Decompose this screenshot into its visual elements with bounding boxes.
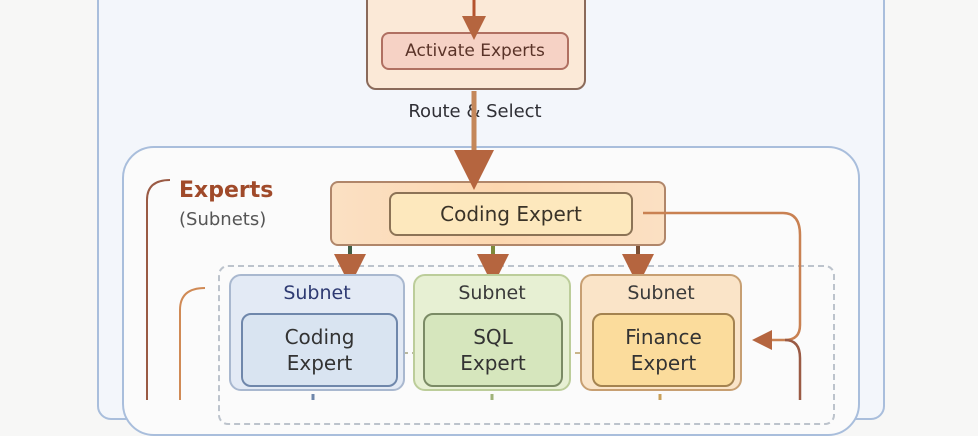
right-connector — [643, 211, 802, 350]
right-down-line — [784, 338, 802, 400]
subnet-label: Subnet — [627, 282, 695, 304]
selected-expert-box: Coding Expert — [389, 192, 633, 236]
experts-subtitle: (Subnets) — [179, 209, 267, 230]
left-feedback-line — [179, 287, 206, 400]
experts-bracket — [146, 179, 171, 400]
connectors — [146, 0, 802, 400]
experts-title: Experts — [179, 178, 274, 203]
subnet-label: Subnet — [283, 282, 351, 304]
subnet-label: Subnet — [458, 282, 526, 304]
